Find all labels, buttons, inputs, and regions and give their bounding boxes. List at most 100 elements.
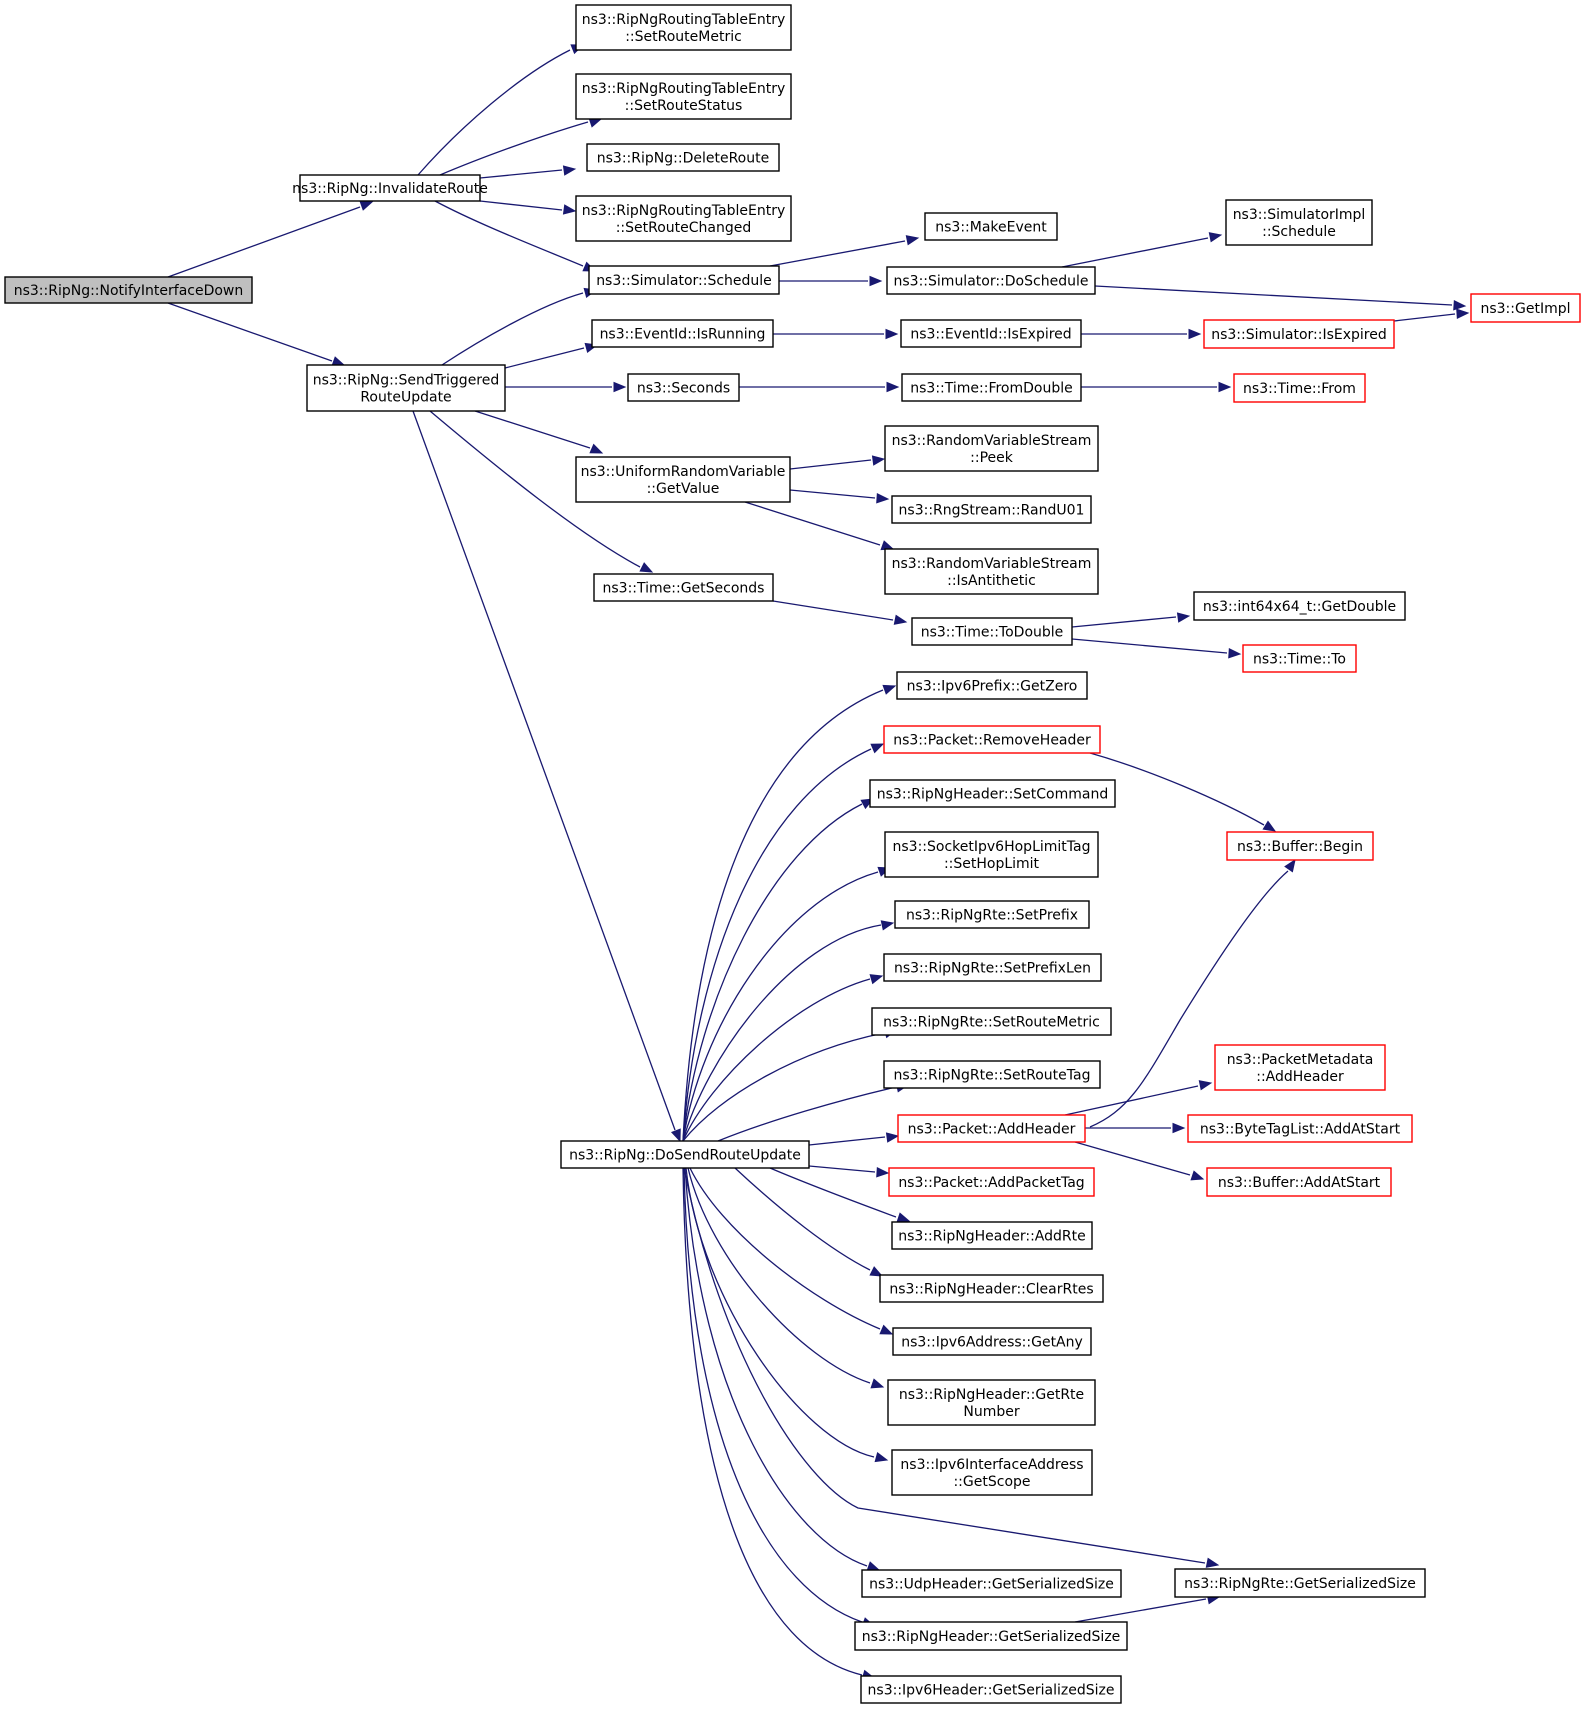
node-seconds[interactable]: ns3::Seconds	[627, 373, 740, 402]
node-rtegetsize[interactable]: ns3::RipNgRte::GetSerializedSize	[1174, 1568, 1426, 1598]
node-todouble[interactable]: ns3::Time::ToDouble	[911, 617, 1073, 646]
node-addrte[interactable]: ns3::RipNgHeader::AddRte	[891, 1221, 1093, 1250]
edge-urvgetvalue-to-isantithetic	[744, 501, 895, 551]
node-label: ns3::SocketIpv6HopLimitTag	[893, 839, 1091, 855]
arrowhead-icon	[639, 562, 654, 573]
node-rtesetroutemetric[interactable]: ns3::RipNgRte::SetRouteMetric	[871, 1007, 1112, 1036]
node-ripnghdrgetsize[interactable]: ns3::RipNgHeader::GetSerializedSize	[854, 1621, 1128, 1651]
call-edges	[167, 44, 1470, 1680]
node-sethoplimit[interactable]: ns3::SocketIpv6HopLimitTag::SetHopLimit	[884, 831, 1099, 878]
node-timeto[interactable]: ns3::Time::To	[1242, 644, 1357, 673]
arrowhead-icon	[885, 328, 899, 340]
node-pmaddheader[interactable]: ns3::PacketMetadata::AddHeader	[1214, 1044, 1386, 1091]
node-setprefix[interactable]: ns3::RipNgRte::SetPrefix	[894, 900, 1090, 929]
node-label: ns3::Ipv6Address::GetAny	[901, 1335, 1083, 1351]
node-box	[892, 1327, 1092, 1356]
edge-invalidate-to-setroutemetric	[417, 44, 585, 176]
edge-schedule-to-makeevent	[769, 235, 920, 267]
node-addheader[interactable]: ns3::Packet::AddHeader	[897, 1114, 1086, 1143]
arrowhead-icon	[882, 684, 897, 695]
edge-line	[789, 489, 876, 499]
node-udpgetsize[interactable]: ns3::UdpHeader::GetSerializedSize	[861, 1569, 1122, 1598]
arrowhead-icon	[1190, 1170, 1205, 1181]
node-timefrom[interactable]: ns3::Time::From	[1233, 373, 1366, 403]
node-simimplschedule[interactable]: ns3::SimulatorImpl::Schedule	[1225, 199, 1373, 246]
edge-line	[1089, 870, 1289, 1128]
edge-line	[474, 410, 591, 449]
edge-line	[1393, 313, 1456, 322]
edge-line	[769, 1167, 897, 1218]
node-setroutechanged[interactable]: ns3::RipNgRoutingTableEntry::SetRouteCha…	[575, 195, 792, 242]
edge-dosend-to-udpgetsize	[684, 1167, 881, 1572]
edge-doschedule-to-getimpl	[1094, 285, 1467, 311]
node-doschedule[interactable]: ns3::Simulator::DoSchedule	[886, 266, 1096, 295]
node-box	[575, 73, 792, 120]
node-notify[interactable]: ns3::RipNg::NotifyInterfaceDown	[4, 276, 253, 304]
node-label: ns3::EventId::IsRunning	[600, 327, 766, 343]
node-schedule[interactable]: ns3::Simulator::Schedule	[588, 265, 780, 295]
node-getany[interactable]: ns3::Ipv6Address::GetAny	[892, 1327, 1092, 1356]
node-getimpl[interactable]: ns3::GetImpl	[1470, 293, 1581, 323]
edge-dosend-to-rtegetsize	[683, 1167, 1220, 1568]
edge-line	[434, 200, 584, 267]
node-invalidate[interactable]: ns3::RipNg::InvalidateRoute	[292, 174, 488, 202]
node-rvspeek[interactable]: ns3::RandomVariableStream::Peek	[884, 425, 1099, 472]
node-label: ::GetScope	[953, 1474, 1030, 1490]
node-box	[4, 276, 253, 304]
node-box	[883, 1060, 1101, 1089]
node-fromdouble[interactable]: ns3::Time::FromDouble	[901, 373, 1082, 402]
node-clearrtes[interactable]: ns3::RipNgHeader::ClearRtes	[879, 1274, 1104, 1303]
node-btladdatstart[interactable]: ns3::ByteTagList::AddAtStart	[1187, 1114, 1413, 1143]
arrowhead-icon	[562, 165, 577, 176]
arrowhead-icon	[1188, 328, 1202, 340]
node-label: ns3::Packet::RemoveHeader	[893, 733, 1091, 749]
edge-line	[1089, 752, 1265, 826]
node-box	[1233, 373, 1366, 403]
node-label: RouteUpdate	[360, 390, 451, 406]
node-setroutemetric[interactable]: ns3::RipNgRoutingTableEntry::SetRouteMet…	[575, 4, 792, 51]
node-box	[299, 174, 481, 202]
node-isexpired[interactable]: ns3::EventId::IsExpired	[900, 319, 1082, 348]
node-box	[1174, 1568, 1426, 1598]
node-getzero[interactable]: ns3::Ipv6Prefix::GetZero	[896, 671, 1088, 700]
node-isrunning[interactable]: ns3::EventId::IsRunning	[591, 319, 774, 348]
edge-urvgetvalue-to-rvspeek	[789, 455, 886, 470]
node-getscope[interactable]: ns3::Ipv6InterfaceAddress::GetScope	[891, 1449, 1093, 1496]
node-bufaddatstart[interactable]: ns3::Buffer::AddAtStart	[1206, 1167, 1392, 1197]
node-setprefixlen[interactable]: ns3::RipNgRte::SetPrefixLen	[883, 953, 1102, 982]
node-dosend[interactable]: ns3::RipNg::DoSendRouteUpdate	[560, 1140, 810, 1169]
node-setroutetag[interactable]: ns3::RipNgRte::SetRouteTag	[883, 1060, 1101, 1089]
node-deleteroute[interactable]: ns3::RipNg::DeleteRoute	[586, 143, 780, 172]
node-addpackettag[interactable]: ns3::Packet::AddPacketTag	[888, 1167, 1095, 1197]
arrowhead-icon	[1228, 648, 1242, 659]
node-makeevent[interactable]: ns3::MakeEvent	[924, 212, 1058, 241]
node-box	[871, 1007, 1112, 1036]
node-bufferbegin[interactable]: ns3::Buffer::Begin	[1226, 831, 1374, 861]
node-setroutestatus[interactable]: ns3::RipNgRoutingTableEntry::SetRouteSta…	[575, 73, 792, 120]
edge-line	[683, 1167, 863, 1623]
node-box	[891, 1221, 1093, 1250]
node-getseconds[interactable]: ns3::Time::GetSeconds	[593, 573, 774, 602]
node-label: ns3::MakeEvent	[935, 220, 1047, 236]
edge-line	[682, 803, 863, 1142]
node-label: ns3::Time::ToDouble	[921, 625, 1064, 641]
edge-todouble-to-int64getdouble	[1071, 612, 1191, 628]
node-isantithetic[interactable]: ns3::RandomVariableStream::IsAntithetic	[884, 548, 1099, 595]
node-removeheader[interactable]: ns3::Packet::RemoveHeader	[883, 725, 1101, 754]
node-ipv6hdrgetsize[interactable]: ns3::Ipv6Header::GetSerializedSize	[860, 1675, 1122, 1704]
edge-urvgetvalue-to-randu01	[789, 489, 890, 504]
arrowhead-icon	[562, 204, 577, 215]
node-label: ns3::Simulator::DoSchedule	[894, 274, 1089, 290]
node-box	[884, 548, 1099, 595]
arrowhead-icon	[879, 1324, 894, 1335]
node-setcommand[interactable]: ns3::RipNgHeader::SetCommand	[869, 779, 1116, 808]
node-simisexpired[interactable]: ns3::Simulator::IsExpired	[1203, 319, 1395, 349]
node-urvgetvalue[interactable]: ns3::UniformRandomVariable::GetValue	[575, 456, 791, 503]
node-box	[1193, 591, 1406, 621]
node-label: ns3::ByteTagList::AddAtStart	[1200, 1122, 1401, 1138]
node-int64getdouble[interactable]: ns3::int64x64_t::GetDouble	[1193, 591, 1406, 621]
arrowhead-icon	[870, 1378, 885, 1389]
node-randu01[interactable]: ns3::RngStream::RandU01	[891, 495, 1092, 524]
